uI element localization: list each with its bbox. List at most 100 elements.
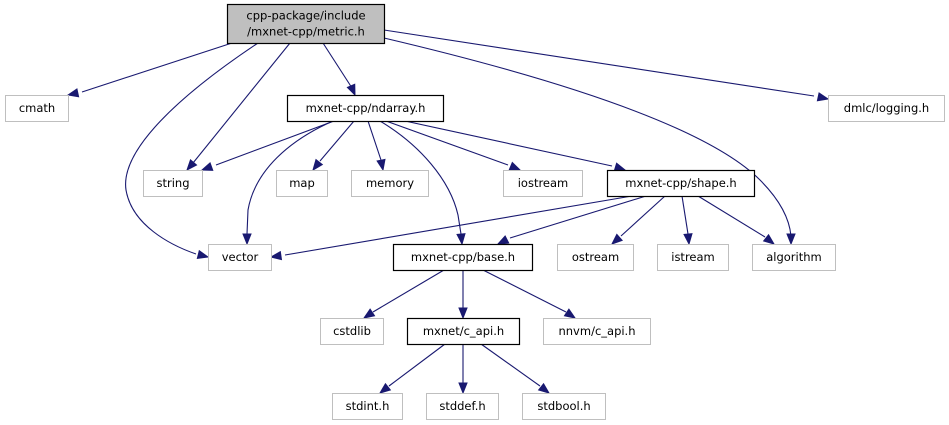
edge-metric-to-logging: [383, 29, 830, 102]
node-box: [657, 244, 729, 271]
edge-line: [284, 195, 633, 256]
edge-ndarray-to-shape: [404, 120, 627, 172]
edge-ndarray-to-iostream: [385, 120, 522, 171]
node-capi[interactable]: mxnet/c_api.h: [406, 317, 521, 346]
arrowhead-icon: [786, 233, 796, 246]
edge-shape-to-vector: [269, 195, 633, 261]
node-label: /mxnet-cpp/metric.h: [247, 25, 365, 39]
node-label: mxnet-cpp/ndarray.h: [306, 101, 426, 115]
edge-line: [215, 120, 335, 166]
node-string: string: [143, 170, 203, 197]
edge-base-to-nnvm: [482, 269, 577, 319]
node-vector: vector: [208, 244, 272, 271]
node-label: iostream: [518, 176, 569, 190]
node-cstdlib: cstdlib: [320, 318, 384, 345]
node-map: map: [276, 170, 328, 197]
edge-metric-to-vector: [125, 42, 259, 260]
edge-capi-to-stddef: [458, 344, 468, 395]
edge-line: [385, 120, 509, 166]
node-box: [522, 393, 606, 420]
arrowhead-icon: [458, 307, 468, 320]
node-box: [320, 318, 384, 345]
node-box: [426, 393, 499, 420]
edge-ndarray-to-map: [312, 120, 355, 172]
node-box: [557, 244, 634, 271]
edge-shape-to-istream: [681, 195, 693, 246]
node-box: [286, 94, 445, 123]
arrowhead-icon: [456, 233, 466, 246]
node-label: mxnet/c_api.h: [423, 324, 504, 338]
arrowhead-icon: [496, 235, 510, 245]
edge-ndarray-to-memory: [367, 120, 386, 172]
node-box: [752, 244, 836, 271]
edge-line: [192, 42, 291, 164]
node-box: [503, 170, 583, 197]
node-box: [543, 318, 651, 345]
node-label: nnvm/c_api.h: [558, 324, 635, 338]
edge-line: [404, 120, 613, 167]
node-stddef: stddef.h: [426, 393, 499, 420]
node-label: vector: [222, 250, 259, 264]
node-box: [208, 244, 272, 271]
node-metric[interactable]: cpp-package/include/mxnet-cpp/metric.h: [226, 3, 386, 45]
edge-shape-to-base: [496, 195, 647, 245]
node-base[interactable]: mxnet-cpp/base.h: [392, 243, 534, 272]
node-label: algorithm: [766, 250, 822, 264]
edge-ndarray-to-base: [379, 120, 466, 246]
node-label: cmath: [19, 101, 55, 115]
arrowhead-icon: [200, 162, 214, 171]
node-algorithm: algorithm: [752, 244, 836, 271]
edge-line: [681, 195, 689, 235]
edges-layer: [66, 29, 830, 395]
node-logging: dmlc/logging.h: [828, 95, 945, 122]
node-box: [606, 169, 756, 198]
edge-line: [383, 29, 815, 97]
edge-line: [322, 42, 353, 89]
edge-line: [480, 343, 541, 387]
edge-line: [379, 120, 462, 235]
node-box: [392, 243, 534, 272]
node-label: mxnet-cpp/base.h: [411, 250, 515, 264]
edge-base-to-capi: [458, 270, 468, 320]
arrowhead-icon: [242, 233, 252, 246]
node-label: ostream: [572, 250, 619, 264]
node-box: [406, 317, 521, 346]
edge-line: [319, 120, 355, 162]
edge-metric-to-algorithm: [383, 37, 796, 246]
arrowhead-icon: [362, 308, 376, 319]
node-ndarray[interactable]: mxnet-cpp/ndarray.h: [286, 94, 445, 123]
edge-line: [246, 120, 334, 235]
arrowhead-icon: [186, 158, 198, 172]
arrowhead-icon: [346, 83, 356, 97]
node-stdbool: stdbool.h: [522, 393, 606, 420]
node-label: map: [289, 176, 315, 190]
node-box: [276, 170, 328, 197]
node-shape[interactable]: mxnet-cpp/shape.h: [606, 169, 756, 198]
arrowhead-icon: [312, 158, 324, 172]
node-stdint: stdint.h: [332, 393, 403, 420]
node-label: cpp-package/include: [246, 9, 365, 23]
node-label: stdbool.h: [537, 399, 590, 413]
edge-line: [388, 343, 446, 387]
edge-capi-to-stdbool: [480, 343, 551, 394]
edge-line: [367, 120, 382, 161]
arrowhead-icon: [66, 88, 80, 98]
edge-line: [509, 195, 647, 239]
node-box: [332, 393, 403, 420]
edge-line: [372, 269, 445, 313]
edge-capi-to-stdint: [378, 343, 446, 394]
node-label: dmlc/logging.h: [844, 101, 929, 115]
edge-line: [697, 195, 766, 238]
edge-metric-to-ndarray: [322, 42, 356, 97]
node-label: string: [156, 176, 189, 190]
arrowhead-icon: [458, 382, 468, 395]
arrowhead-icon: [508, 161, 522, 171]
node-label: mxnet-cpp/shape.h: [625, 176, 736, 190]
node-cmath: cmath: [5, 95, 69, 122]
node-label: istream: [671, 250, 715, 264]
node-memory: memory: [351, 170, 429, 197]
arrowhead-icon: [196, 249, 210, 260]
edge-line: [620, 195, 666, 237]
edge-shape-to-ostream: [610, 195, 666, 245]
edge-ndarray-to-vector: [242, 120, 334, 246]
